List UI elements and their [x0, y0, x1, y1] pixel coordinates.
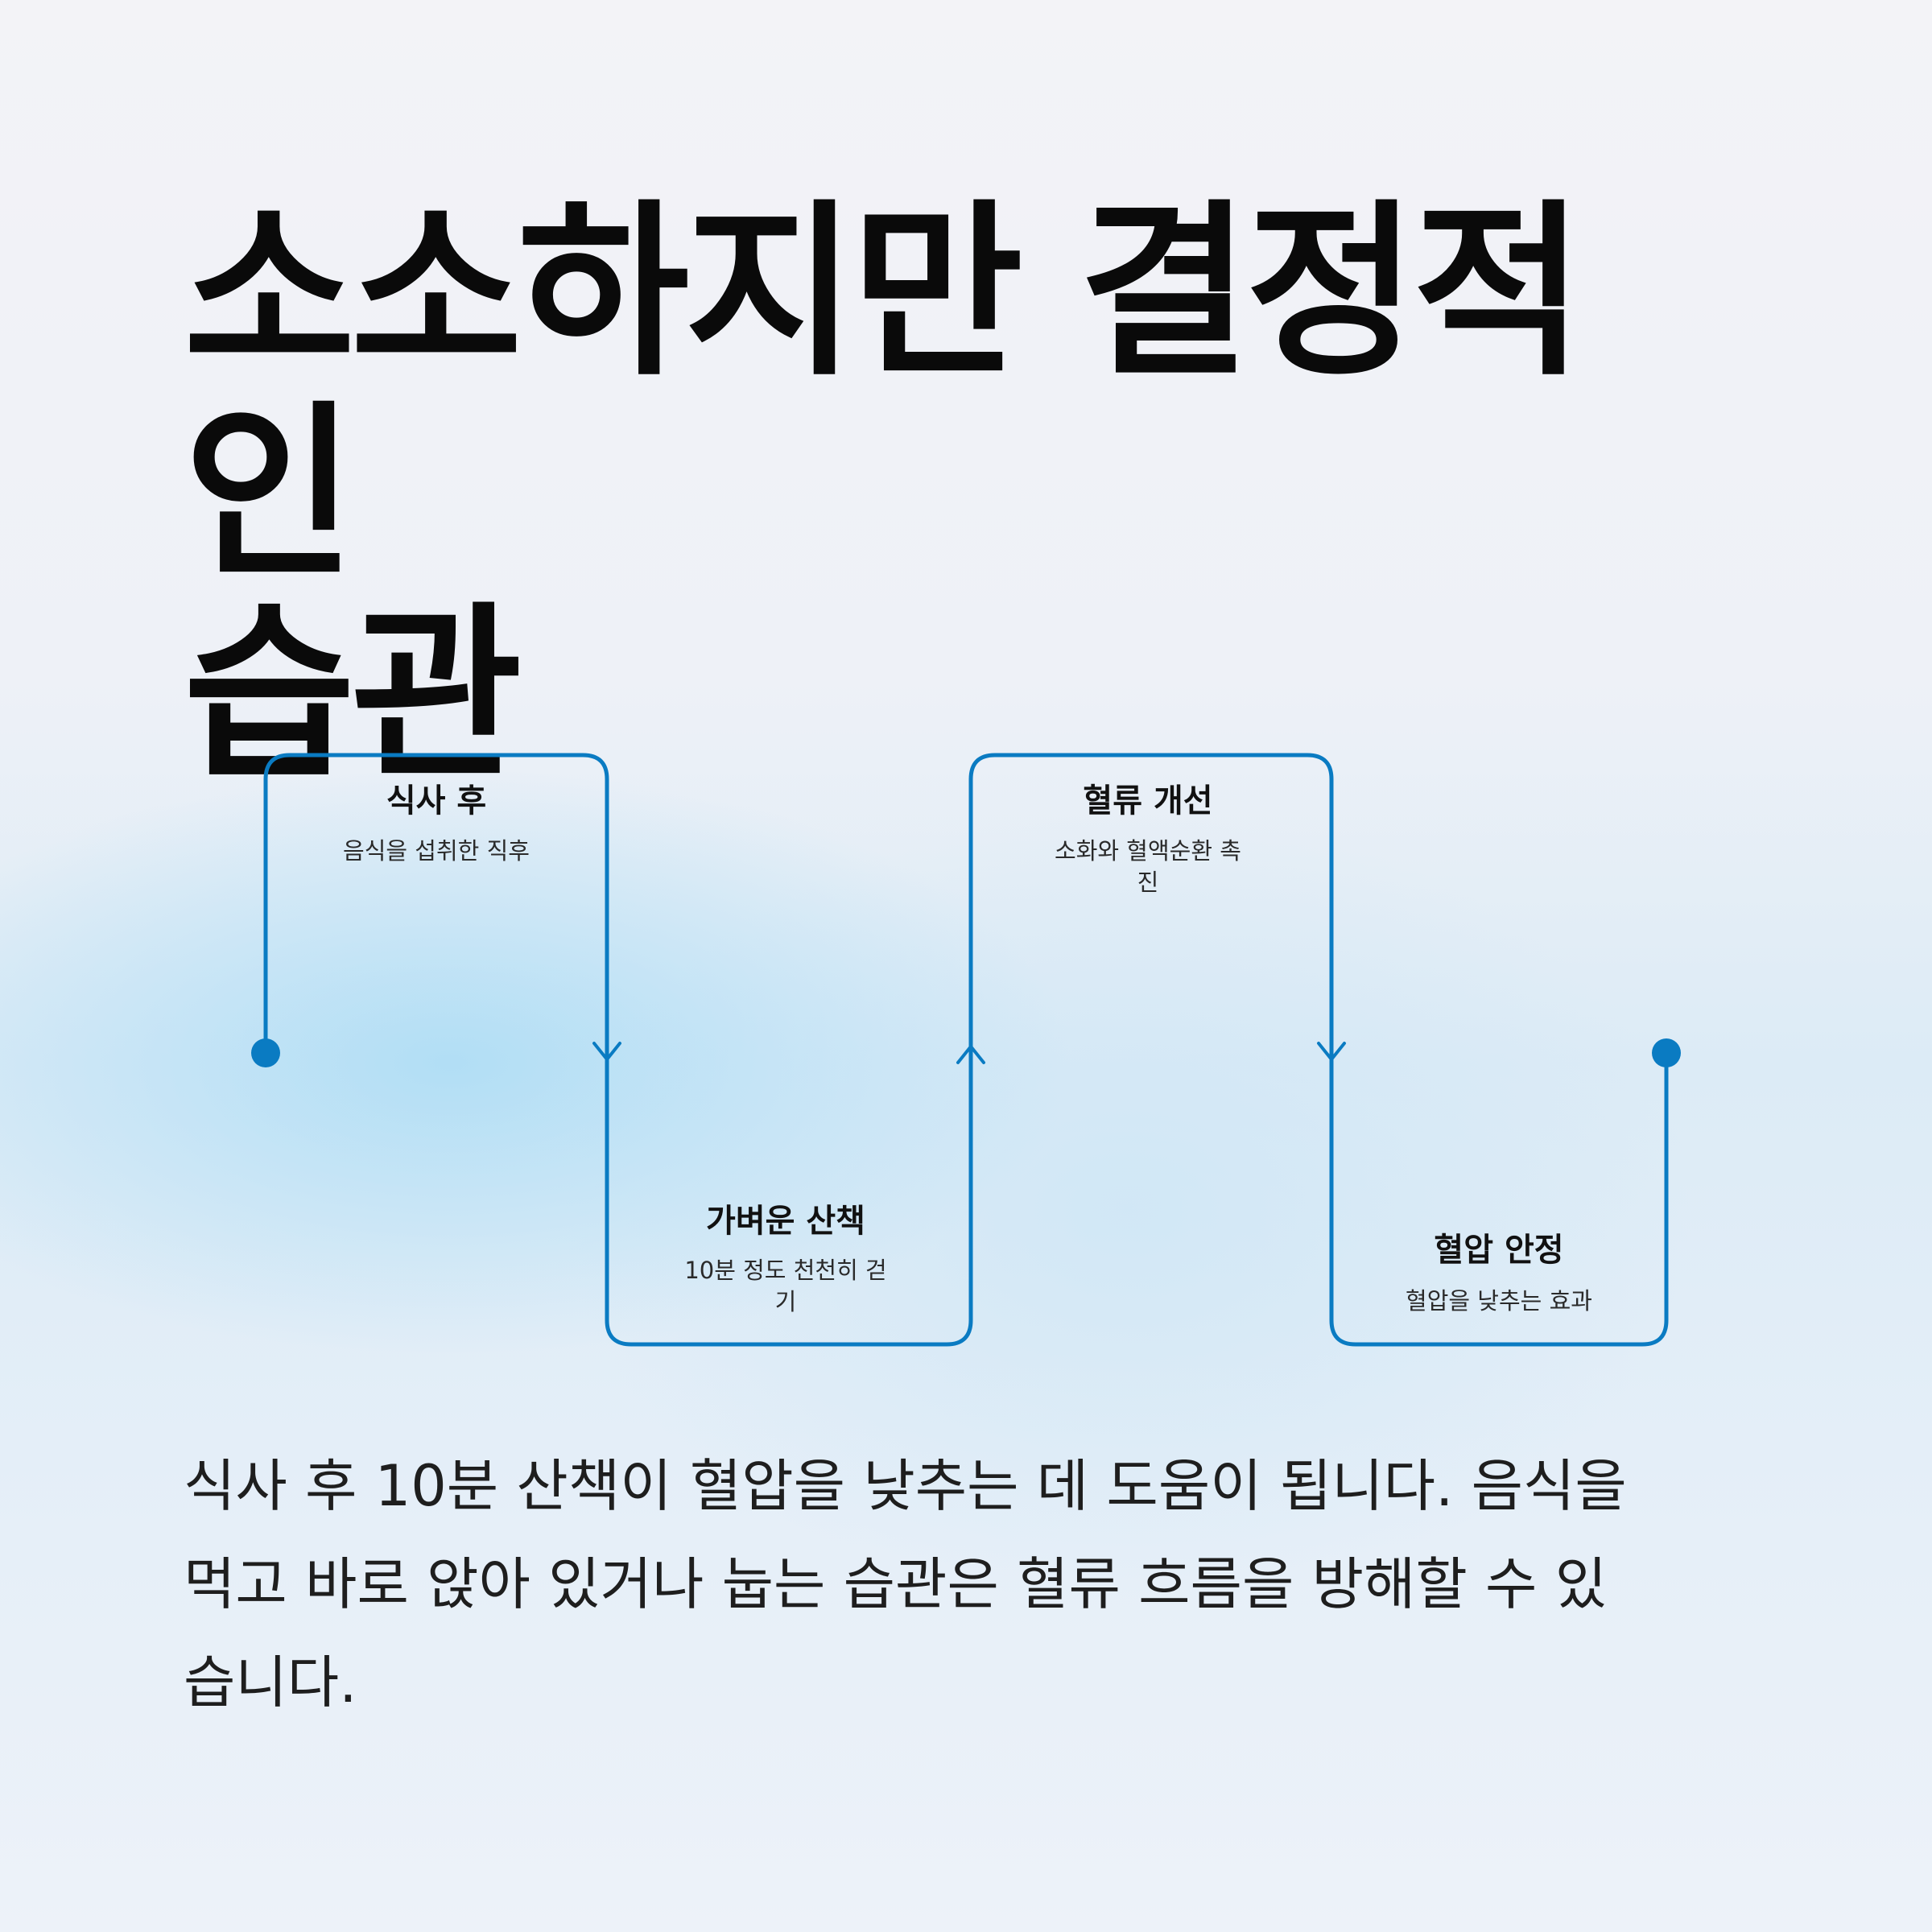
step-description-cont: 진 [1137, 869, 1159, 896]
step-title: 가벼운 산책 [706, 1203, 865, 1240]
body-line-1: 식사 후 10분 산책이 혈압을 낮추는 데 도움이 됩니다. 음식을 [184, 1453, 1627, 1519]
body-line-3: 습니다. [184, 1649, 357, 1715]
title-line-1: 소소하지만 결정적인 [184, 184, 1584, 602]
step-description-cont: 기 [775, 1288, 797, 1315]
body-line-2: 먹고 바로 앉아 있거나 눕는 습관은 혈류 흐름을 방해할 수 있 [184, 1551, 1608, 1617]
step-title: 혈압 안정 [1434, 1232, 1563, 1269]
step-blood-flow: 혈류 개선 소화와 혈액순환 촉 진 [1055, 782, 1241, 896]
step-description: 소화와 혈액순환 촉 [1055, 837, 1241, 865]
step-description: 10분 정도 천천히 걷 [684, 1257, 886, 1284]
title-line-2: 습관 [184, 586, 522, 803]
step-title: 식사 후 [386, 782, 486, 819]
arrow-down-icon [1317, 1042, 1346, 1061]
step-after-meal: 식사 후 음식을 섭취한 직후 [343, 782, 530, 865]
end-dot [1652, 1038, 1681, 1067]
step-light-walk: 가벼운 산책 10분 정도 천천히 걷 기 [684, 1203, 886, 1315]
step-description: 음식을 섭취한 직후 [343, 837, 530, 865]
start-dot [251, 1038, 280, 1067]
arrow-up-icon [956, 1045, 985, 1064]
step-blood-pressure: 혈압 안정 혈압을 낮추는 효과 [1406, 1232, 1592, 1315]
step-title: 혈류 개선 [1083, 782, 1212, 819]
page-title: 소소하지만 결정적인 습관 [184, 192, 1713, 795]
flow-path [263, 753, 1669, 1347]
step-description: 혈압을 낮추는 효과 [1406, 1287, 1592, 1315]
body-paragraph: 식사 후 10분 산책이 혈압을 낮추는 데 도움이 됩니다. 음식을 먹고 바… [184, 1437, 1761, 1732]
arrow-down-icon [592, 1042, 621, 1061]
